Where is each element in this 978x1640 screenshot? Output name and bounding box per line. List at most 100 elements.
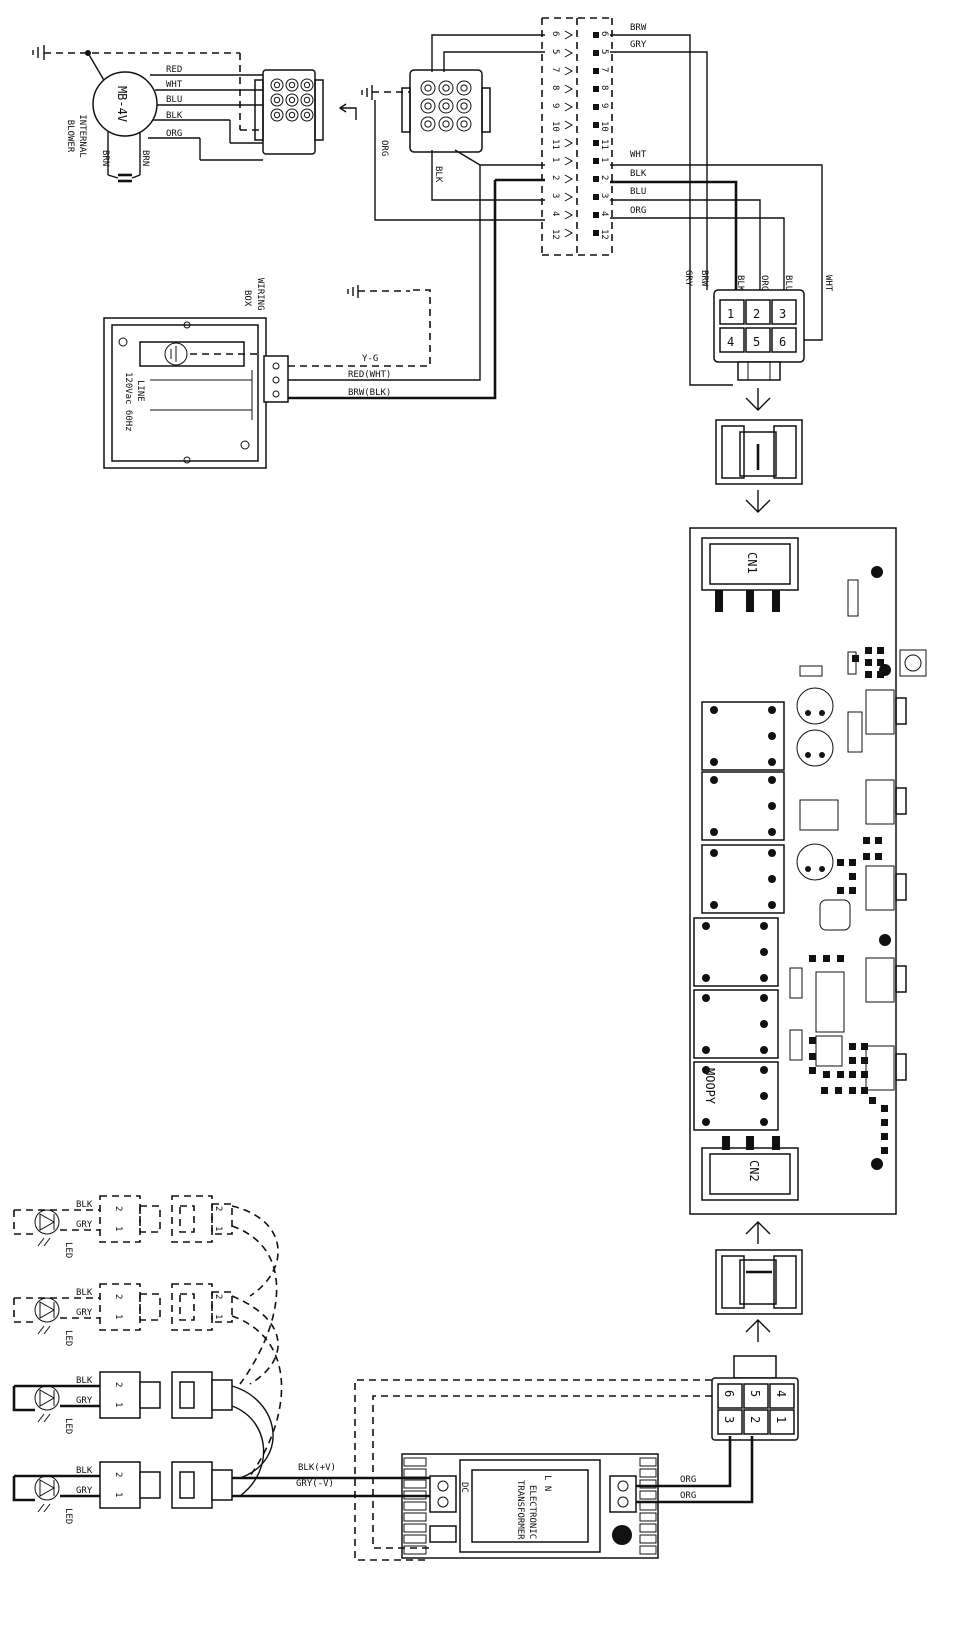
led-receptacle	[171, 1195, 213, 1243]
board-tab	[895, 787, 907, 815]
relay-pin	[760, 922, 768, 930]
six-top-pin-6: 6	[779, 335, 786, 349]
smd-component	[863, 853, 870, 860]
cooling-fin	[639, 1523, 657, 1533]
trans-in-org-1: ORG	[680, 1475, 696, 1485]
terminal-number-right: 11	[599, 139, 609, 150]
six-top-pin-1: 1	[727, 307, 734, 321]
terminal-screw	[593, 212, 599, 218]
smd-component	[852, 655, 859, 662]
smd-component	[837, 859, 844, 866]
pin-socket-inner	[288, 96, 296, 104]
led-pin-label: 1	[113, 1314, 123, 1319]
transformer-title-1: ELECTRONIC	[527, 1485, 537, 1539]
led-pin-label: 2	[213, 1206, 223, 1211]
six-top-wire-gry: GRY	[683, 270, 693, 287]
pin-socket-inner	[273, 111, 281, 119]
led-lead	[12, 1386, 35, 1412]
relay-pin	[760, 948, 768, 956]
terminal-contact	[564, 228, 574, 238]
terminal-number-left: 4	[550, 211, 560, 216]
terminal-screw	[593, 68, 599, 74]
terminal-number-left: 2	[550, 175, 560, 180]
term-wire-org: ORG	[630, 206, 646, 216]
relay-pin	[702, 922, 710, 930]
led-lamps: LEDBLKGRY2121LEDBLKGRY2121LEDBLKGRY2121L…	[12, 1195, 283, 1524]
six-top-pin-3: 3	[779, 307, 786, 321]
led-plug	[99, 1461, 141, 1509]
relay	[693, 989, 779, 1059]
terminal-number-right: 12	[599, 229, 609, 240]
led-receptacle-cap	[211, 1203, 233, 1235]
board-connector	[865, 865, 895, 911]
cap-label-a: BRN	[100, 150, 110, 166]
terminal-number-right: 10	[599, 121, 609, 132]
pin-socket	[270, 78, 284, 92]
pin-socket	[438, 98, 454, 114]
led-lamp-icon	[34, 1385, 60, 1411]
smd-component	[875, 853, 882, 860]
smd-component	[861, 1071, 868, 1078]
relay	[701, 844, 785, 914]
six-pin-connector-bottom: 6 5 4 3 2 1	[711, 1355, 799, 1441]
ground-icon	[32, 45, 45, 60]
harness-wire	[231, 1205, 279, 1297]
pin-socket-inner	[303, 111, 311, 119]
pin-socket	[300, 108, 314, 122]
led-plug-latch	[139, 1471, 161, 1499]
six-top-wire-org: ORG	[759, 275, 769, 291]
relay	[693, 1061, 779, 1131]
board-tab	[895, 1053, 907, 1081]
led-diode-icon	[39, 1213, 56, 1231]
terminal-contact	[564, 84, 574, 94]
capacitor	[796, 843, 834, 881]
led-light-rays-icon	[37, 1325, 51, 1335]
led-light-rays-icon	[37, 1503, 51, 1513]
led-pin-label: 2	[213, 1294, 223, 1299]
terminal-screw	[593, 194, 599, 200]
capacitor	[796, 687, 834, 725]
led-receptacle-inner	[179, 1471, 195, 1499]
smd-component	[849, 1043, 856, 1050]
cap-label-b: BRN	[140, 150, 150, 166]
capacitor-lead	[805, 866, 811, 872]
led-diode-icon	[39, 1301, 56, 1319]
smd-component	[809, 955, 816, 962]
led-pin-label: 2	[113, 1294, 123, 1299]
terminal-contact	[564, 66, 574, 76]
terminal-contact	[564, 174, 574, 184]
relay-pin	[760, 994, 768, 1002]
terminal-number-left: 9	[550, 103, 560, 108]
pin-socket-inner	[460, 102, 468, 110]
cooling-fin	[639, 1512, 657, 1522]
cooling-fin	[639, 1479, 657, 1489]
box-wire-yg: Y-G	[362, 354, 378, 364]
smd-component	[881, 1105, 888, 1112]
smd-component	[821, 1087, 828, 1094]
pin-socket	[300, 78, 314, 92]
blower-wire-blu: BLU	[166, 95, 182, 105]
wiring-box-title-2: BOX	[242, 290, 252, 307]
led-light-rays-icon	[37, 1237, 51, 1247]
relay-pin	[702, 974, 710, 982]
inductor	[819, 899, 851, 931]
pin-socket	[420, 80, 436, 96]
smd-component	[849, 873, 856, 880]
relay-pin	[710, 776, 718, 784]
pin-socket-inner	[303, 81, 311, 89]
board-tab	[895, 965, 907, 993]
pin-socket-inner	[424, 84, 432, 92]
led-receptacle-cap	[211, 1291, 233, 1323]
cooling-fin	[639, 1490, 657, 1500]
six-bot-pin-3: 3	[722, 1416, 736, 1423]
relay	[701, 701, 785, 771]
terminal-number-right: 7	[599, 67, 609, 72]
led-label: LED	[63, 1330, 73, 1346]
pin-socket	[270, 108, 284, 122]
cooling-fin	[403, 1545, 427, 1555]
capacitor-lead	[805, 752, 811, 758]
term-wire-blu: BLU	[630, 187, 646, 197]
led-diode-icon	[39, 1479, 56, 1497]
relay-pin	[760, 1092, 768, 1100]
terminal-screw	[593, 176, 599, 182]
